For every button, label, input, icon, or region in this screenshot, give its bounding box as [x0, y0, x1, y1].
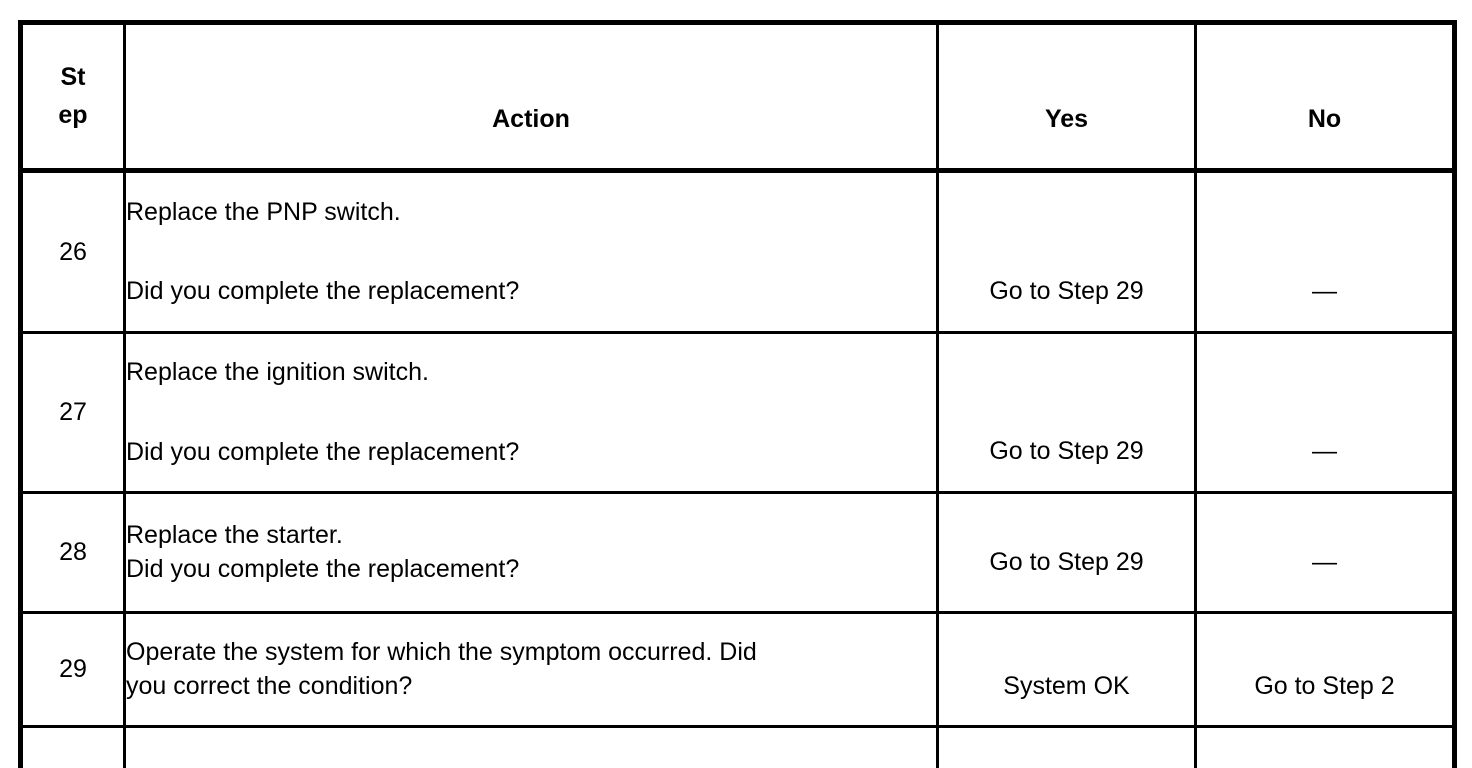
action-cell-partial: [125, 727, 938, 768]
table-row: 27 Replace the ignition switch. Did you …: [21, 333, 1455, 493]
step-number-cell: 26: [21, 171, 125, 333]
table-row: 29 Operate the system for which the symp…: [21, 613, 1455, 727]
document-page: St ep Action Yes No 26 Replace the PN: [0, 0, 1472, 750]
header-row: St ep Action Yes No: [21, 23, 1455, 171]
yes-answer-cell-partial: [938, 727, 1196, 768]
column-header-yes-label: Yes: [939, 56, 1194, 138]
action-blank-line: [126, 390, 936, 436]
table-row: 28 Replace the starter. Did you complete…: [21, 493, 1455, 613]
table-body: 26 Replace the PNP switch. Did you compl…: [21, 171, 1455, 768]
no-answer-text: —: [1197, 359, 1452, 466]
yes-answer-text: Go to Step 29: [939, 528, 1194, 577]
yes-answer-cell: Go to Step 29: [938, 493, 1196, 613]
no-answer-cell-partial: [1196, 727, 1455, 768]
column-header-step-line2: ep: [23, 97, 123, 135]
column-header-action-label: Action: [126, 56, 936, 138]
no-answer-cell: —: [1196, 333, 1455, 493]
table-header: St ep Action Yes No: [21, 23, 1455, 171]
column-header-no: No: [1196, 23, 1455, 171]
action-line: Replace the PNP switch.: [126, 196, 936, 230]
no-answer-text: —: [1197, 199, 1452, 306]
yes-answer-text: Go to Step 29: [939, 359, 1194, 466]
action-line: Replace the ignition switch.: [126, 356, 936, 390]
no-answer-cell: Go to Step 2: [1196, 613, 1455, 727]
yes-answer-text: Go to Step 29: [939, 199, 1194, 306]
action-cell: Replace the starter. Did you complete th…: [125, 493, 938, 613]
step-number-cell: 28: [21, 493, 125, 613]
action-line: Replace the starter.: [126, 519, 936, 553]
action-cell: Replace the PNP switch. Did you complete…: [125, 171, 938, 333]
no-answer-text: —: [1197, 528, 1452, 577]
diagnostic-steps-table: St ep Action Yes No 26 Replace the PN: [18, 20, 1457, 768]
action-line: Did you complete the replacement?: [126, 275, 936, 309]
action-line: Did you complete the replacement?: [126, 553, 936, 587]
yes-answer-cell: System OK: [938, 613, 1196, 727]
action-cell: Replace the ignition switch. Did you com…: [125, 333, 938, 493]
action-line: Operate the system for which the symptom…: [126, 636, 936, 670]
yes-answer-text: System OK: [939, 638, 1194, 701]
table-row: 26 Replace the PNP switch. Did you compl…: [21, 171, 1455, 333]
table-row-partial: [21, 727, 1455, 768]
action-line: Did you complete the replacement?: [126, 436, 936, 470]
column-header-no-label: No: [1197, 56, 1452, 138]
column-header-step: St ep: [21, 23, 125, 171]
column-header-yes: Yes: [938, 23, 1196, 171]
step-number-cell-partial: [21, 727, 125, 768]
column-header-step-line1: St: [23, 59, 123, 97]
action-blank-line: [126, 229, 936, 275]
action-line: you correct the condition?: [126, 670, 936, 704]
step-number-cell: 29: [21, 613, 125, 727]
yes-answer-cell: Go to Step 29: [938, 171, 1196, 333]
yes-answer-cell: Go to Step 29: [938, 333, 1196, 493]
no-answer-cell: —: [1196, 493, 1455, 613]
no-answer-cell: —: [1196, 171, 1455, 333]
no-answer-text: Go to Step 2: [1197, 638, 1452, 701]
action-cell: Operate the system for which the symptom…: [125, 613, 938, 727]
step-number-cell: 27: [21, 333, 125, 493]
column-header-action: Action: [125, 23, 938, 171]
